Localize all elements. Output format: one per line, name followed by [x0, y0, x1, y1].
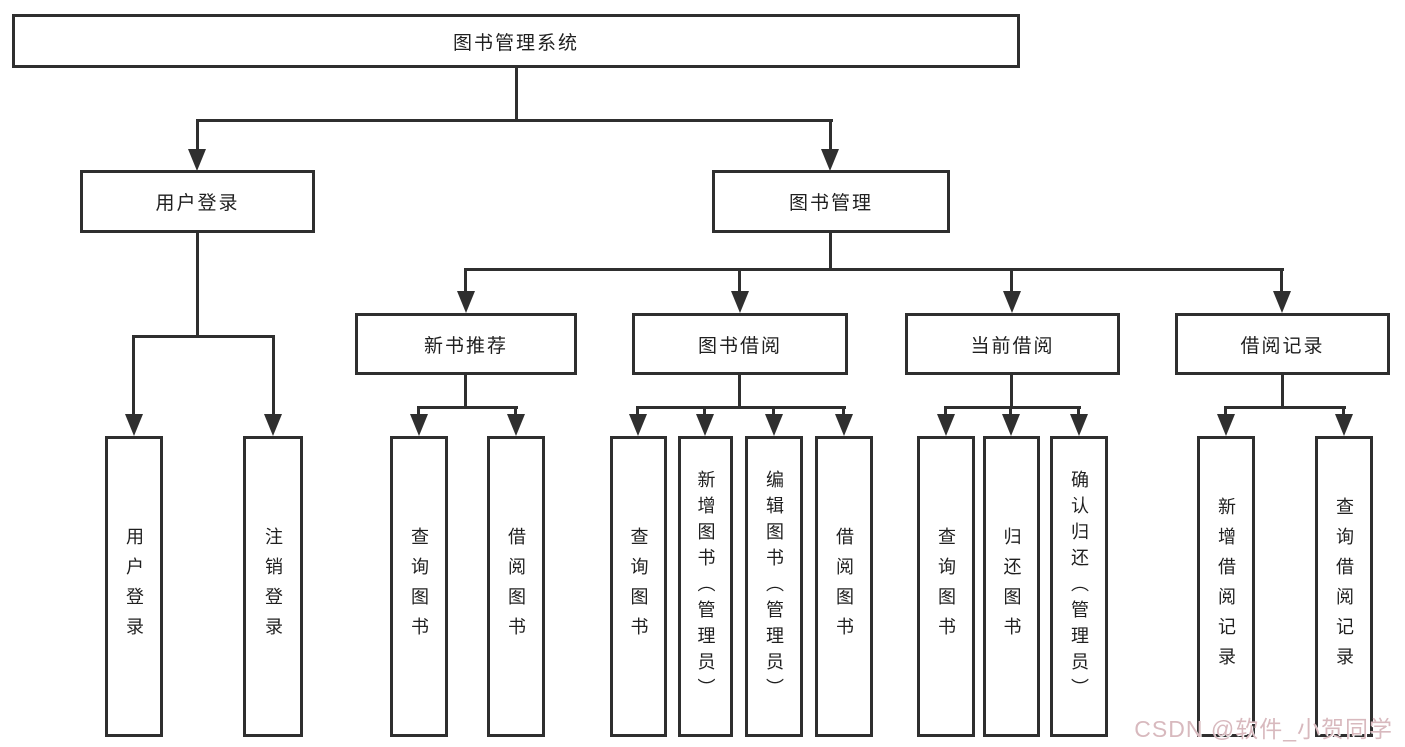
- node-borrow-books-recommend: 借阅图书: [487, 436, 545, 737]
- arrowhead-down-icon: [937, 414, 955, 436]
- node-label: 图书管理系统: [452, 32, 579, 54]
- connector-stub: [514, 406, 517, 416]
- node-label: 新增图书（管理员）: [695, 469, 716, 704]
- node-new-book-recommend: 新书推荐: [355, 313, 577, 375]
- connector-to-login-leaf: [132, 335, 135, 416]
- node-book-management-system: 图书管理系统: [12, 14, 1020, 68]
- arrowhead-down-icon: [188, 149, 206, 171]
- node-add-books-admin: 新增图书（管理员）: [678, 436, 733, 737]
- connector-group-horizontal: [1224, 406, 1346, 409]
- arrowhead-down-icon: [507, 414, 525, 436]
- arrowhead-down-icon: [1335, 414, 1353, 436]
- connector-group-vertical: [738, 375, 741, 408]
- node-label: 借阅图书: [506, 526, 526, 647]
- node-label: 查询图书: [409, 526, 429, 647]
- node-label: 用户登录: [155, 193, 240, 214]
- node-label: 新增借阅记录: [1216, 496, 1236, 677]
- connector-stub: [1077, 406, 1080, 416]
- node-label: 借阅记录: [1240, 335, 1325, 357]
- connector-group-horizontal: [417, 406, 518, 409]
- node-query-books-borrowing: 查询图书: [610, 436, 667, 737]
- node-borrowing-records: 借阅记录: [1175, 313, 1390, 375]
- node-book-borrowing: 图书借阅: [632, 313, 848, 375]
- connector-book-mgmt-vertical: [829, 233, 832, 270]
- connector-stub: [772, 406, 775, 416]
- node-label: 查询图书: [936, 526, 956, 647]
- connector-group-vertical: [1281, 375, 1284, 408]
- node-label: 图书管理: [788, 193, 873, 214]
- node-query-borrow-record: 查询借阅记录: [1315, 436, 1373, 737]
- arrowhead-down-icon: [731, 291, 749, 313]
- node-label: 归还图书: [1001, 526, 1022, 647]
- connector-root-horizontal: [196, 119, 833, 122]
- node-label: 图书借阅: [697, 335, 782, 357]
- connector-stub: [1009, 406, 1012, 416]
- connector-user-login-horizontal: [132, 335, 275, 338]
- node-user-login-action: 用户登录: [105, 436, 163, 737]
- connector-group-horizontal: [636, 406, 846, 409]
- arrowhead-down-icon: [821, 149, 839, 171]
- node-query-books-current: 查询图书: [917, 436, 975, 737]
- node-add-borrow-record: 新增借阅记录: [1197, 436, 1255, 737]
- node-user-login: 用户登录: [80, 170, 315, 233]
- connector-user-login-vertical: [196, 233, 199, 337]
- node-label: 查询借阅记录: [1334, 496, 1354, 677]
- node-label: 确认归还（管理员）: [1069, 469, 1089, 704]
- node-return-books: 归还图书: [983, 436, 1040, 737]
- connector-stub: [842, 406, 845, 416]
- node-label: 当前借阅: [970, 335, 1055, 357]
- connector-book-mgmt-horizontal: [464, 268, 1284, 271]
- node-label: 借阅图书: [834, 526, 854, 647]
- connector-group-horizontal: [944, 406, 1081, 409]
- csdn-watermark: CSDN @软件_小贺同学: [1134, 716, 1393, 742]
- node-label: 用户登录: [124, 526, 144, 647]
- arrowhead-down-icon: [765, 414, 783, 436]
- connector-to-book-management: [829, 119, 832, 152]
- connector-to-new-book: [464, 268, 467, 295]
- arrowhead-down-icon: [696, 414, 714, 436]
- connector-stub: [417, 406, 420, 416]
- arrowhead-down-icon: [457, 291, 475, 313]
- connector-stub: [944, 406, 947, 416]
- connector-group-vertical: [1010, 375, 1013, 408]
- arrowhead-down-icon: [835, 414, 853, 436]
- arrowhead-down-icon: [1002, 414, 1020, 436]
- node-logout-action: 注销登录: [243, 436, 303, 737]
- connector-stub: [703, 406, 706, 416]
- arrowhead-down-icon: [629, 414, 647, 436]
- connector-stub: [1224, 406, 1227, 416]
- connector-stub: [636, 406, 639, 416]
- node-borrow-books-action: 借阅图书: [815, 436, 873, 737]
- node-label: 查询图书: [628, 526, 649, 647]
- connector-to-current-borrow: [1010, 268, 1013, 295]
- arrowhead-down-icon: [1217, 414, 1235, 436]
- connector-root-vertical: [515, 68, 518, 120]
- arrowhead-down-icon: [264, 414, 282, 436]
- arrowhead-down-icon: [125, 414, 143, 436]
- node-query-books-recommend: 查询图书: [390, 436, 448, 737]
- connector-to-book-borrow: [738, 268, 741, 295]
- arrowhead-down-icon: [1273, 291, 1291, 313]
- connector-group-vertical: [464, 375, 467, 408]
- node-label: 注销登录: [263, 526, 283, 647]
- arrowhead-down-icon: [410, 414, 428, 436]
- arrowhead-down-icon: [1070, 414, 1088, 436]
- node-book-management: 图书管理: [712, 170, 950, 233]
- node-label: 新书推荐: [423, 335, 508, 357]
- connector-stub: [1342, 406, 1345, 416]
- connector-to-borrow-records: [1280, 268, 1283, 295]
- node-edit-books-admin: 编辑图书（管理员）: [745, 436, 803, 737]
- arrowhead-down-icon: [1003, 291, 1021, 313]
- node-current-borrowing: 当前借阅: [905, 313, 1120, 375]
- node-label: 编辑图书（管理员）: [764, 469, 784, 704]
- connector-to-logout-leaf: [272, 335, 275, 416]
- connector-to-user-login: [196, 119, 199, 152]
- node-confirm-return-admin: 确认归还（管理员）: [1050, 436, 1108, 737]
